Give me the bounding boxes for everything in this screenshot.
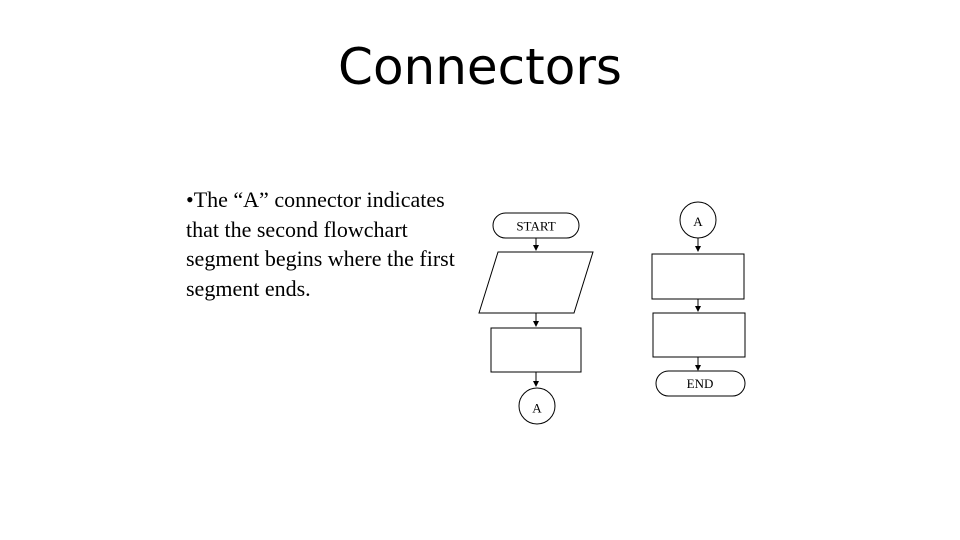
arrowhead [695,365,701,371]
arrowhead [695,306,701,312]
connector-a-exit [518,387,556,425]
right-flowchart-segment: A END [651,201,746,397]
end-label: END [687,376,714,391]
left-flowchart-segment: START A [478,212,594,425]
arrowhead [533,245,539,251]
slide-title: Connectors [338,38,622,96]
arrowhead [533,321,539,327]
end-terminal [655,370,746,397]
connector-a-entry-label: A [693,214,703,229]
connector-a-exit-label: A [532,401,542,416]
process-box [490,327,582,373]
input-output-parallelogram [478,251,594,314]
arrowhead [695,246,701,252]
process-box-2 [652,312,746,358]
bullet-text: •The “A” connector indicates that the se… [186,187,455,301]
process-box-1 [651,253,745,300]
start-label: START [516,219,555,234]
arrowhead [533,381,539,387]
